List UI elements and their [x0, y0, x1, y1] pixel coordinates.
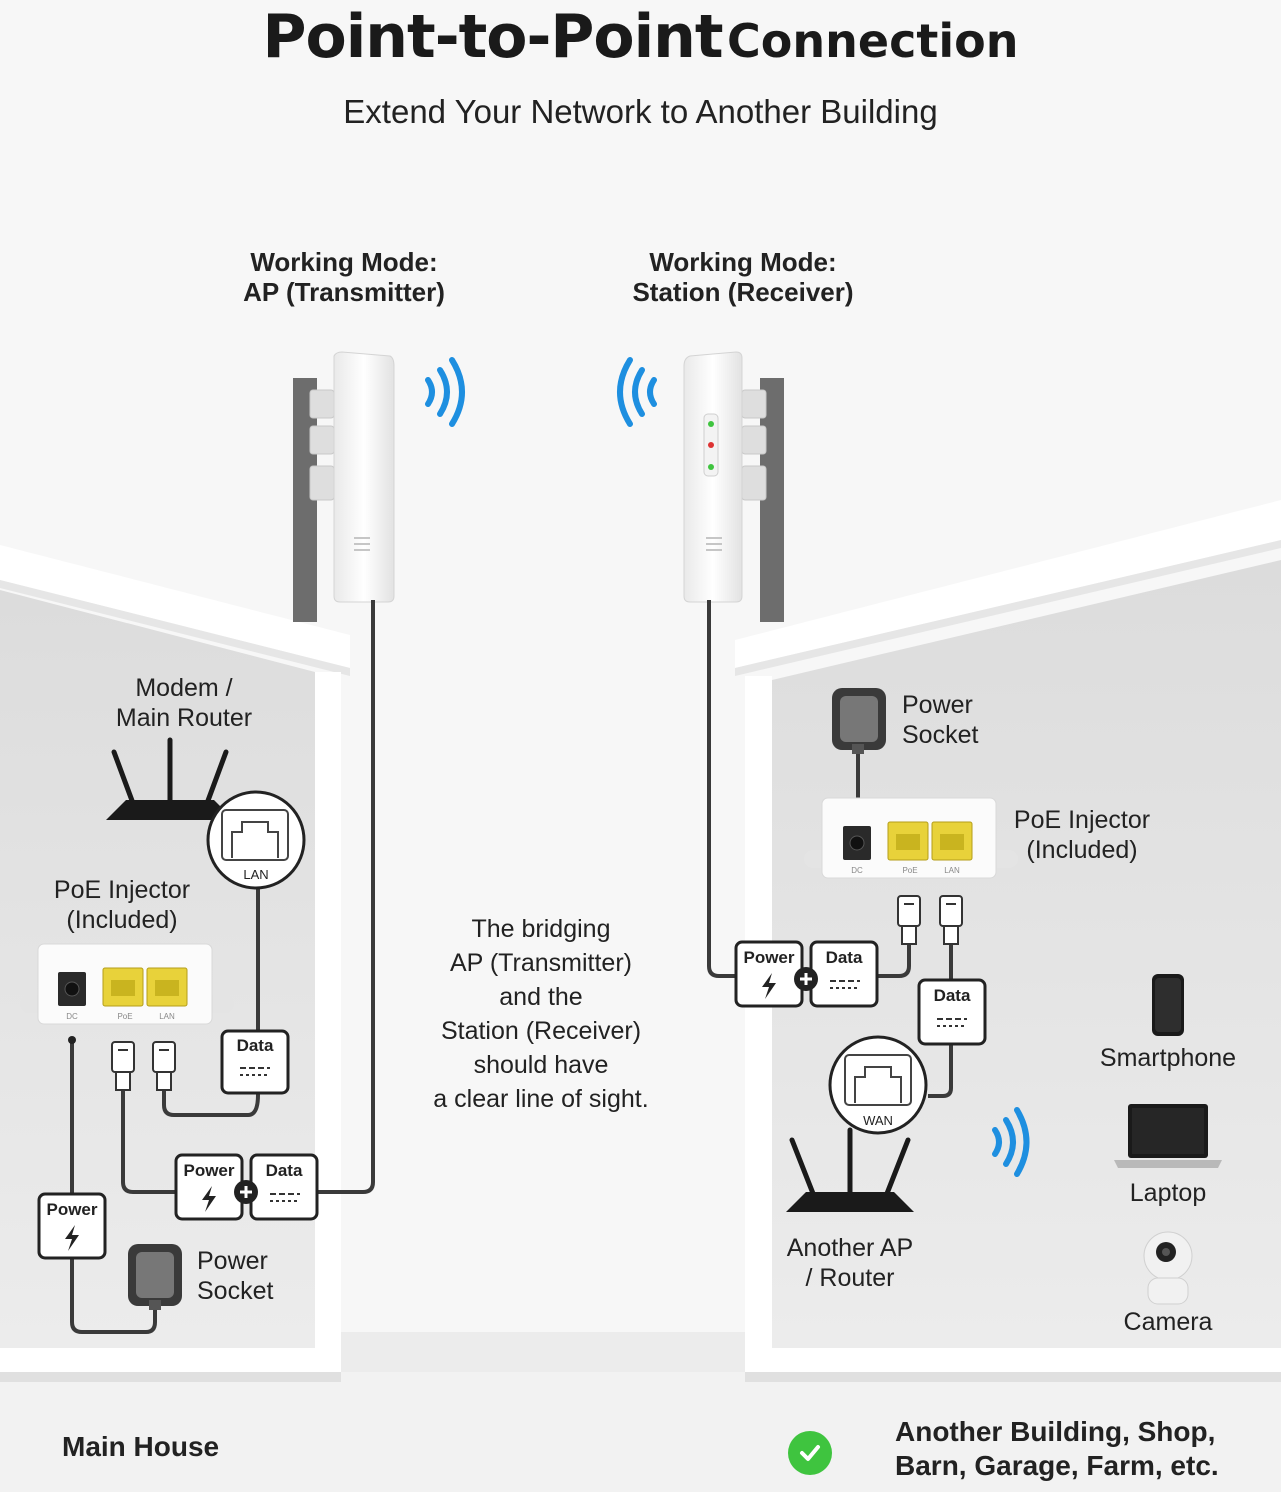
poe-injector-right-line1: PoE Injector	[1013, 806, 1151, 834]
combo-data-label-left: Data	[266, 1161, 303, 1180]
rj45-plug-icon	[111, 1041, 176, 1091]
wifi-waves-icon	[992, 1107, 1030, 1177]
another-router-label: Another AP / Router	[760, 1233, 940, 1293]
device-label-camera: Camera	[1123, 1308, 1213, 1336]
lightning-icon	[202, 1186, 216, 1212]
station-receiver-cpe	[683, 351, 784, 622]
port-label-lan-right: LAN	[944, 866, 960, 875]
port-label-dc-left: DC	[66, 1012, 78, 1021]
title-rest: Connection	[727, 14, 1019, 68]
power-adapter-right	[832, 688, 886, 754]
poe-injector-label-right: PoE Injector (Included)	[1002, 805, 1162, 865]
mode-right-line2: Station (Receiver)	[632, 277, 854, 307]
power-socket-left-line1: Power	[197, 1247, 268, 1275]
wifi-waves-icon	[617, 357, 657, 427]
power-data-badge-right: Power Data	[734, 940, 879, 1008]
poe-injector-left: DC PoE LAN	[20, 943, 234, 1025]
note-line-6: a clear line of sight.	[433, 1085, 649, 1113]
power-socket-label-right: Power Socket	[902, 690, 1022, 750]
note-line-5: should have	[473, 1051, 609, 1079]
power-socket-right-line2: Socket	[902, 721, 979, 749]
port-label-poe-left: PoE	[117, 1012, 132, 1021]
poe-injector-left-line1: PoE Injector	[53, 876, 191, 904]
line-of-sight-note: The bridging AP (Transmitter) and the St…	[400, 912, 682, 1116]
device-label-laptop: Laptop	[1129, 1179, 1207, 1207]
poe-injector-right-line2: (Included)	[1026, 836, 1138, 864]
power-badge-left: Power	[37, 1192, 107, 1260]
power-socket-left-line2: Socket	[197, 1277, 274, 1305]
note-line-1: The bridging	[471, 915, 611, 943]
note-line-2: AP (Transmitter)	[450, 949, 632, 977]
port-label-lan-left: LAN	[159, 1012, 175, 1021]
footer-main-house: Main House	[62, 1431, 220, 1462]
port-label-dc-right: DC	[851, 866, 863, 875]
mode-left-line1: Working Mode:	[250, 247, 438, 277]
power-adapter-left	[128, 1244, 182, 1310]
ap-transmitter-cpe	[293, 351, 395, 622]
combo-power-label-left: Power	[183, 1161, 234, 1180]
poe-injector-label-left: PoE Injector (Included)	[22, 875, 222, 935]
router-port-label-left: LAN	[243, 867, 268, 882]
title-bold: Point-to-Point	[262, 2, 724, 72]
another-router-line2: / Router	[805, 1264, 895, 1292]
main-router-line2: Main Router	[115, 704, 253, 732]
router-port-label-right: WAN	[863, 1113, 893, 1128]
rj45-plug-icon	[897, 895, 963, 945]
combo-data-label-right: Data	[826, 948, 863, 967]
poe-injector-left-line2: (Included)	[66, 906, 178, 934]
mode-label-right: Working Mode: Station (Receiver)	[593, 247, 893, 307]
lightning-icon	[65, 1225, 79, 1251]
cable-lines-left	[70, 600, 375, 1334]
smartphone-icon	[1152, 974, 1184, 1036]
page-subtitle: Extend Your Network to Another Building	[343, 93, 938, 130]
power-badge-label: Power	[46, 1200, 97, 1219]
mode-left-line2: AP (Transmitter)	[243, 277, 445, 307]
poe-injector-right: DC PoE LAN	[804, 797, 1018, 879]
another-router-line1: Another AP	[786, 1234, 914, 1262]
data-badge-left: Data	[220, 1029, 290, 1095]
footer-right-line1: Another Building, Shop,	[895, 1416, 1216, 1447]
main-router-label: Modem / Main Router	[84, 673, 284, 733]
footer-another-building: Another Building, Shop, Barn, Garage, Fa…	[895, 1415, 1275, 1483]
page-title: Point-to-Point Connection	[0, 2, 1281, 72]
checkmark-icon	[788, 1431, 832, 1475]
data-badge-label-right: Data	[934, 986, 971, 1005]
port-label-poe-right: PoE	[902, 866, 917, 875]
lightning-icon	[762, 973, 776, 999]
laptop-icon	[1114, 1104, 1222, 1168]
main-router: LAN	[106, 737, 306, 890]
note-line-3: and the	[499, 983, 583, 1011]
combo-power-label-right: Power	[743, 948, 794, 967]
power-socket-label-left: Power Socket	[197, 1246, 317, 1306]
mode-label-left: Working Mode: AP (Transmitter)	[194, 247, 494, 307]
note-line-4: Station (Receiver)	[440, 1017, 642, 1045]
data-badge-right: Data	[917, 978, 987, 1046]
mode-right-line1: Working Mode:	[649, 247, 837, 277]
main-router-line1: Modem /	[135, 674, 233, 702]
power-socket-right-line1: Power	[902, 691, 973, 719]
another-router: WAN	[786, 1035, 928, 1212]
camera-icon	[1143, 1231, 1193, 1305]
data-badge-label: Data	[237, 1036, 274, 1055]
power-data-badge-left: Power Data	[174, 1153, 319, 1221]
footer-right-line2: Barn, Garage, Farm, etc.	[895, 1450, 1219, 1481]
wifi-waves-icon	[425, 357, 465, 427]
device-label-smartphone: Smartphone	[1099, 1044, 1237, 1072]
